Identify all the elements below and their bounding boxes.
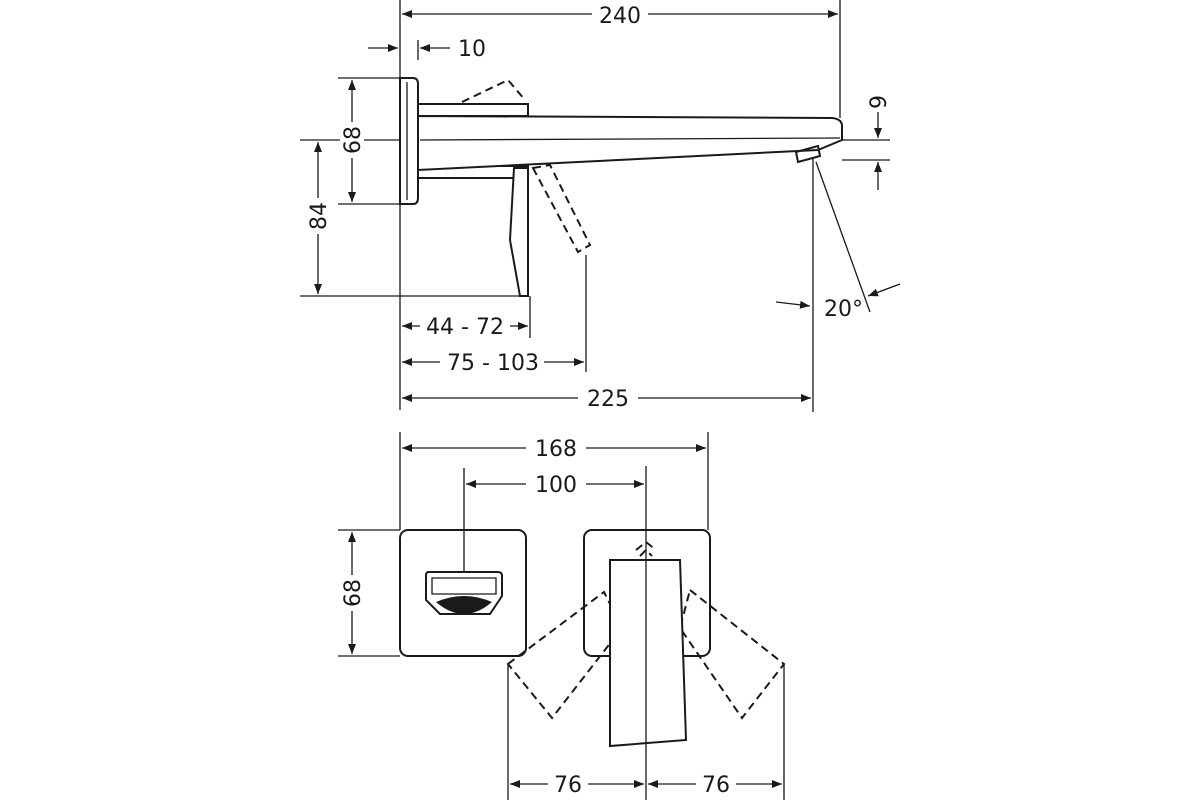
dim-68-front: 68 — [341, 579, 366, 607]
side-spout — [417, 114, 843, 172]
front-rosette-left — [399, 529, 527, 657]
dim-75-103: 75 - 103 — [447, 351, 539, 376]
side-view: 240 10 68 84 9 44 - 72 75 - 103 225 — [300, 0, 901, 412]
front-spout-outlet — [425, 571, 503, 615]
dim-20-degrees: 20° — [824, 297, 863, 322]
dim-168: 168 — [535, 437, 577, 462]
side-rosette — [399, 77, 419, 205]
dim-44-72: 44 - 72 — [426, 315, 504, 340]
front-lever — [609, 559, 688, 748]
dim-76-left: 76 — [554, 773, 582, 798]
dim-240: 240 — [599, 4, 641, 29]
dim-225: 225 — [587, 387, 629, 412]
side-body-top — [417, 103, 529, 117]
dim-68-side: 68 — [341, 126, 366, 154]
front-lever-swing-right-dashed — [678, 588, 786, 720]
dim-76-right: 76 — [702, 773, 730, 798]
front-view: 168 100 68 76 76 — [338, 432, 786, 800]
side-lever-up-dashed — [461, 78, 526, 103]
side-lever — [508, 167, 529, 297]
side-lever-forward-dashed — [531, 163, 592, 254]
dim-9: 9 — [867, 95, 892, 109]
dim-84: 84 — [307, 202, 332, 230]
dim-10: 10 — [458, 37, 486, 62]
front-aerator — [436, 596, 492, 614]
side-aerator — [794, 144, 822, 164]
dim-100: 100 — [535, 473, 577, 498]
